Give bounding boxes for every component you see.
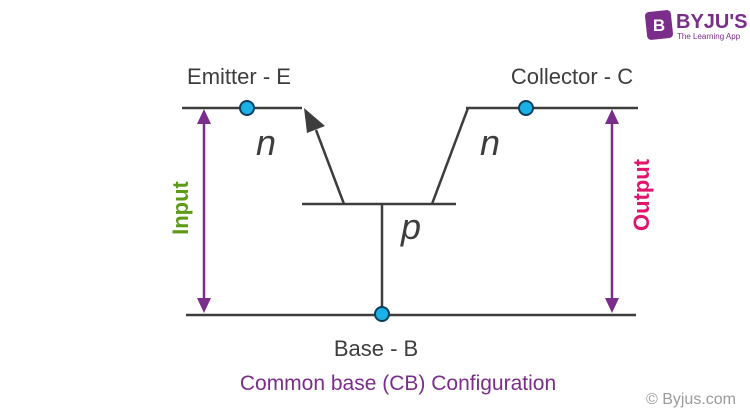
- brand-logo-badge: [645, 10, 673, 40]
- output-arrow-bottom-icon: [605, 298, 619, 313]
- brand-logo: B BYJU'S The Learning App: [645, 10, 747, 41]
- emitter-arrow-icon: [304, 108, 325, 133]
- brand-name: BYJU'S: [676, 11, 747, 33]
- input-arrow-bottom-icon: [197, 298, 211, 313]
- output-label: Output: [629, 158, 654, 231]
- brand-logo-letter-icon: B: [653, 16, 665, 35]
- input-arrow: [197, 109, 211, 313]
- input-arrow-top-icon: [197, 109, 211, 124]
- emitter-diagonal-wire: [314, 129, 346, 205]
- brand-tagline: The Learning App: [677, 32, 741, 41]
- collector-label: Collector - C: [511, 64, 633, 89]
- input-label: Input: [168, 180, 193, 234]
- emitter-region-label: n: [256, 122, 276, 163]
- collector-region-label: n: [480, 122, 500, 163]
- base-region-label: p: [400, 206, 421, 247]
- copyright-text: © Byjus.com: [646, 391, 736, 408]
- collector-diagonal-wire: [430, 107, 470, 205]
- diagram-caption: Common base (CB) Configuration: [240, 372, 556, 395]
- base-label: Base - B: [334, 336, 418, 361]
- output-arrow-top-icon: [605, 109, 619, 124]
- collector-node-icon: [518, 100, 534, 116]
- base-node-icon: [374, 306, 390, 322]
- emitter-label: Emitter - E: [187, 64, 291, 89]
- emitter-node-icon: [239, 100, 255, 116]
- output-arrow: [605, 109, 619, 313]
